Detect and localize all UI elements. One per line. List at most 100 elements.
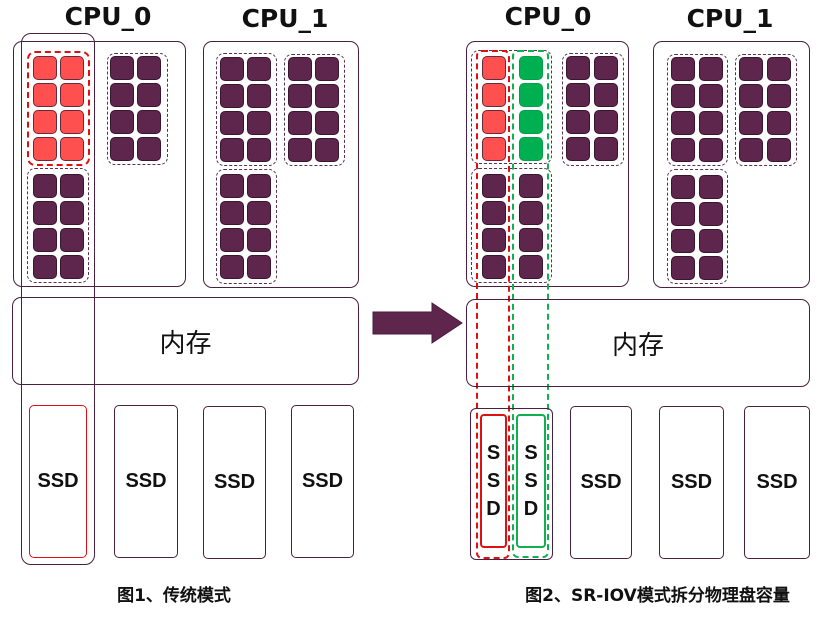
cpu-core bbox=[60, 201, 84, 225]
fig1-core-group bbox=[216, 53, 277, 166]
cpu-core-allocated bbox=[33, 110, 57, 134]
cpu-core bbox=[110, 83, 134, 107]
fig1-core-group-allocated bbox=[27, 51, 90, 166]
fig2-ssd-vf-red: S S D bbox=[480, 414, 507, 548]
cpu-core bbox=[110, 110, 134, 134]
cpu-core bbox=[60, 255, 84, 279]
cpu-core bbox=[137, 110, 161, 134]
cpu-core bbox=[137, 83, 161, 107]
cpu-core bbox=[767, 138, 791, 162]
cpu-core-allocated bbox=[60, 56, 84, 80]
cpu-core-vf-green bbox=[519, 110, 543, 134]
cpu-core bbox=[137, 56, 161, 80]
cpu-core bbox=[671, 175, 695, 199]
fig1-cpu1-box bbox=[203, 41, 359, 288]
cpu-core bbox=[482, 228, 506, 252]
fig2-cpu1-box bbox=[653, 41, 810, 288]
right-arrow-icon bbox=[372, 302, 463, 344]
fig1-ssd: SSD bbox=[203, 406, 266, 559]
cpu-core-vf-red bbox=[482, 110, 506, 134]
cpu-core bbox=[594, 110, 618, 134]
cpu-core bbox=[699, 57, 723, 81]
cpu-core bbox=[60, 174, 84, 198]
cpu-core bbox=[288, 111, 312, 135]
cpu-core bbox=[315, 57, 339, 81]
cpu-core bbox=[288, 57, 312, 81]
cpu-core-vf-red bbox=[482, 83, 506, 107]
cpu-core bbox=[137, 137, 161, 161]
fig1-cpu0-box bbox=[13, 41, 186, 287]
cpu-core bbox=[220, 84, 244, 108]
cpu-core bbox=[739, 57, 763, 81]
cpu-core bbox=[110, 56, 134, 80]
cpu-core bbox=[288, 84, 312, 108]
fig2-core-group bbox=[471, 50, 552, 164]
cpu-core bbox=[699, 138, 723, 162]
cpu-core bbox=[699, 256, 723, 280]
cpu-core bbox=[671, 138, 695, 162]
fig1-core-group bbox=[27, 168, 89, 283]
cpu-core bbox=[220, 255, 244, 279]
fig2-memory-label: 内存 bbox=[611, 330, 664, 361]
fig2-caption: 图2、SR-IOV模式拆分物理盘容量 bbox=[525, 586, 790, 606]
cpu-core bbox=[247, 111, 271, 135]
cpu-core bbox=[767, 57, 791, 81]
cpu-core bbox=[247, 174, 271, 198]
cpu-core bbox=[33, 255, 57, 279]
cpu-core-allocated bbox=[33, 83, 57, 107]
cpu-core bbox=[671, 256, 695, 280]
fig1-vm-path-outline bbox=[21, 33, 95, 565]
cpu-core bbox=[33, 228, 57, 252]
cpu-core bbox=[220, 111, 244, 135]
fig1-ssd-allocated: SSD bbox=[29, 405, 87, 558]
fig2-core-group bbox=[735, 54, 797, 166]
cpu-core-vf-red bbox=[482, 137, 506, 161]
cpu-core bbox=[699, 175, 723, 199]
cpu-core bbox=[315, 138, 339, 162]
fig1-ssd: SSD bbox=[114, 405, 178, 558]
cpu-core bbox=[247, 138, 271, 162]
cpu-core bbox=[519, 174, 543, 198]
cpu-core-allocated bbox=[60, 137, 84, 161]
cpu-core bbox=[247, 255, 271, 279]
fig1-core-group bbox=[107, 53, 168, 165]
fig2-core-group bbox=[562, 53, 624, 166]
cpu-core bbox=[566, 110, 590, 134]
cpu-core bbox=[739, 138, 763, 162]
cpu-core bbox=[247, 57, 271, 81]
fig2-ssd: SSD bbox=[659, 406, 724, 559]
fig2-vf-red-path bbox=[476, 50, 510, 559]
fig2-vf-green-path bbox=[512, 50, 549, 558]
cpu-core bbox=[671, 84, 695, 108]
fig2-ssd: SSD bbox=[570, 406, 632, 559]
cpu-core-vf-red bbox=[482, 56, 506, 80]
cpu-core bbox=[33, 174, 57, 198]
cpu-core bbox=[699, 111, 723, 135]
cpu-core bbox=[482, 255, 506, 279]
cpu-core bbox=[315, 111, 339, 135]
cpu-core bbox=[739, 84, 763, 108]
fig2-core-group bbox=[667, 169, 728, 284]
cpu-core bbox=[482, 201, 506, 225]
fig1-core-group bbox=[216, 169, 277, 284]
fig2-ssd: SSD bbox=[744, 406, 810, 559]
cpu-core bbox=[247, 201, 271, 225]
cpu-core-allocated bbox=[60, 110, 84, 134]
cpu-core bbox=[767, 84, 791, 108]
fig1-core-group bbox=[284, 54, 345, 166]
cpu-core bbox=[220, 57, 244, 81]
cpu-core bbox=[671, 202, 695, 226]
fig1-ssd: SSD bbox=[291, 405, 354, 558]
fig2-cpu1-label: CPU_1 bbox=[686, 4, 774, 33]
cpu-core bbox=[519, 255, 543, 279]
cpu-core-vf-green bbox=[519, 137, 543, 161]
cpu-core bbox=[519, 228, 543, 252]
cpu-core bbox=[767, 111, 791, 135]
cpu-core bbox=[110, 137, 134, 161]
cpu-core-vf-green bbox=[519, 56, 543, 80]
fig2-ssd-vf-green: S S D bbox=[516, 414, 546, 548]
cpu-core-allocated bbox=[33, 56, 57, 80]
cpu-core bbox=[594, 83, 618, 107]
cpu-core bbox=[220, 201, 244, 225]
cpu-core bbox=[220, 174, 244, 198]
